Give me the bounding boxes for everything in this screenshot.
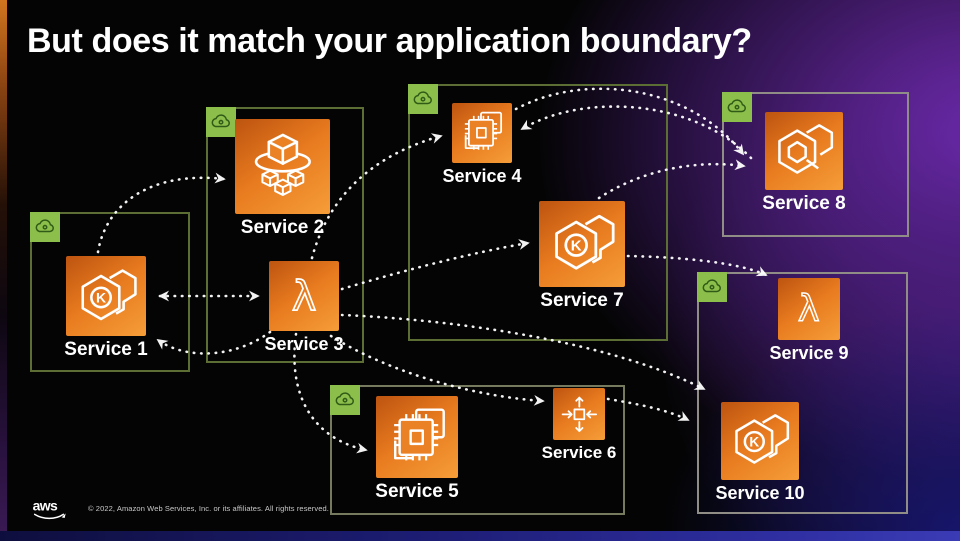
cloud-icon [335,392,354,406]
eks-letter: K [571,237,582,254]
service-label: Service 5 [375,481,459,502]
service-label: Service 3 [264,334,344,354]
lambda-glyph: λ [292,272,316,320]
service-node-4: Service 4 [442,103,522,186]
service-node-1: K Service 1 [64,256,148,360]
ecs-icon [235,119,330,214]
cloud-badge [30,212,60,242]
boundary-group-services-4-7 [408,84,668,341]
aws-logo-text: aws [33,497,58,513]
service-label: Service 4 [442,166,522,186]
service-label: Service 9 [769,343,849,363]
service-node-10: K Service 10 [715,402,805,503]
chip-icon [452,103,512,163]
chip-icon [376,396,458,478]
service-node-9: λ Service 9 [769,278,849,363]
footer: aws © 2022, Amazon Web Services, Inc. or… [0,493,960,529]
service-node-7: K Service 7 [539,201,625,311]
cloud-badge [697,272,727,302]
boundary-group-services-9-10 [697,272,908,514]
left-gradient-strip [0,0,7,541]
eks-icon: K [721,402,799,480]
eks-icon: K [539,201,625,287]
cloud-badge [408,84,438,114]
service-node-6: Service 6 [542,388,616,462]
service-node-5: Service 5 [375,396,459,502]
service-label: Service 2 [240,217,325,238]
cloud-icon [727,99,746,113]
lambda-icon: λ [269,261,339,331]
scaling-icon [553,388,605,440]
cloud-icon [35,219,54,233]
bottom-gradient-strip [0,531,960,541]
service-node-3: λ Service 3 [264,261,344,354]
cloud-badge [722,92,752,122]
service-node-2: Service 2 [235,119,330,238]
eks-letter: K [96,289,106,305]
slide-title: But does it match your application bound… [27,22,752,60]
cloud-badge [206,107,236,137]
lambda-glyph: λ [798,287,820,330]
eks-icon: K [66,256,146,336]
service-label: Service 1 [64,339,148,360]
lambda-icon: λ [778,278,840,340]
ecr-icon [765,112,843,190]
copyright-text: © 2022, Amazon Web Services, Inc. or its… [88,504,329,513]
service-label: Service 10 [715,483,805,503]
cloud-icon [702,279,721,293]
aws-logo: aws [33,497,66,520]
cloud-badge [330,385,360,415]
service-node-8: Service 8 [762,112,846,214]
service-label: Service 8 [762,193,846,214]
cloud-icon [211,114,230,128]
service-label: Service 6 [541,443,617,462]
eks-letter: K [750,435,760,450]
service-label: Service 7 [540,290,624,311]
cloud-icon [413,91,432,105]
